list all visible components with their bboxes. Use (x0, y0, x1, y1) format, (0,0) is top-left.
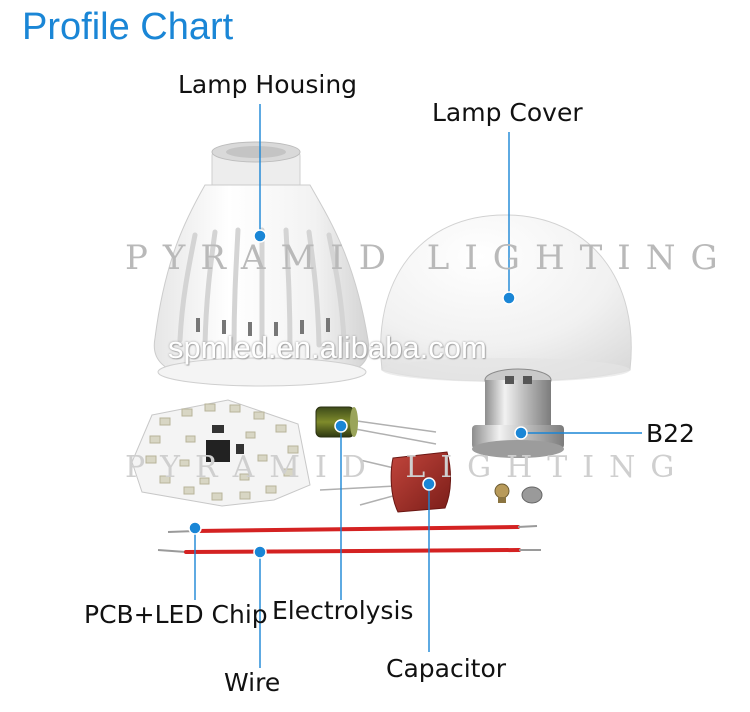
brand-watermark: PYRAMID LIGHTING (125, 238, 733, 278)
b22-base-image (472, 368, 564, 458)
electrolysis-dot (334, 419, 348, 433)
label-electrolysis: Electrolysis (272, 596, 414, 625)
website-watermark: spmled.en.alibaba.com (168, 330, 487, 365)
label-wire: Wire (224, 668, 281, 697)
electrolytic-capacitor-image (315, 406, 437, 445)
lamp-housing-image (153, 141, 370, 387)
label-lamp-housing: Lamp Housing (178, 70, 358, 99)
wires-image (157, 525, 541, 554)
label-capacitor: Capacitor (386, 654, 507, 683)
lamp-housing-dot (253, 229, 267, 243)
capacitor-dot (422, 477, 436, 491)
callout-dots (188, 229, 528, 559)
wire-dot (253, 545, 267, 559)
screws-image (494, 483, 543, 504)
lamp-cover-dot (502, 291, 516, 305)
page-title: Profile Chart (22, 6, 234, 48)
callout-lines (194, 104, 642, 668)
brand-watermark-repeat: PYRAMID LIGHTING (125, 450, 690, 485)
pcb-led-chip-dot (188, 521, 202, 535)
label-pcb-led-chip: PCB+LED Chip (84, 600, 268, 629)
label-b22: B22 (646, 419, 695, 448)
b22-dot (514, 426, 528, 440)
label-lamp-cover: Lamp Cover (432, 98, 583, 127)
film-capacitor-image (319, 451, 451, 513)
pcb-led-chip-image (131, 399, 311, 507)
